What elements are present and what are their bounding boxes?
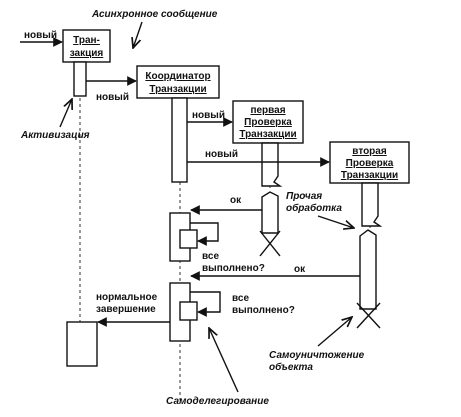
activation-transaction-bottom bbox=[66, 321, 98, 367]
pointer-self-destruction bbox=[317, 317, 352, 347]
note-async-message: Асинхронное сообщение bbox=[91, 8, 218, 20]
label-new-1: новый bbox=[24, 30, 57, 41]
label-new-2: новый bbox=[96, 92, 129, 103]
note-self-destruction-b: объекта bbox=[269, 361, 313, 373]
svg-text:Тран-: Тран- bbox=[73, 35, 100, 46]
activation-first-check-lower bbox=[261, 191, 279, 234]
label-all-done-2a: все bbox=[232, 293, 249, 304]
pointer-self-delegation bbox=[209, 328, 239, 393]
note-other-processing-b: обработка bbox=[286, 202, 342, 214]
destruction-marker-second-check bbox=[356, 302, 381, 329]
message-self-delegation-2 bbox=[190, 291, 221, 317]
svg-text:закция: закция bbox=[70, 48, 104, 59]
object-first-check: первая Проверка Транзакции bbox=[232, 100, 304, 144]
svg-text:Проверка: Проверка bbox=[244, 117, 292, 128]
pointer-activation bbox=[59, 99, 72, 128]
svg-text:Проверка: Проверка bbox=[346, 158, 394, 169]
svg-text:Транзакции: Транзакции bbox=[341, 170, 398, 181]
svg-text:Координатор: Координатор bbox=[145, 71, 210, 82]
self-delegation-box-2 bbox=[179, 301, 198, 321]
label-all-done-1a: все bbox=[202, 251, 219, 262]
label-normal-completion-b: завершение bbox=[96, 304, 156, 315]
note-activation: Активизация bbox=[20, 130, 90, 141]
label-normal-completion-a: нормальное bbox=[96, 292, 158, 303]
label-ok-2: ок bbox=[294, 264, 306, 275]
note-self-delegation: Самоделегирование bbox=[166, 396, 269, 407]
label-all-done-2b: выполнено? bbox=[232, 305, 295, 316]
svg-text:первая: первая bbox=[250, 105, 285, 116]
label-ok-1: ок bbox=[230, 195, 242, 206]
note-other-processing-a: Прочая bbox=[286, 191, 322, 202]
object-coordinator: Координатор Транзакции bbox=[136, 65, 220, 99]
message-self-delegation-1 bbox=[190, 222, 219, 246]
activation-coordinator-main bbox=[171, 97, 188, 183]
note-self-destruction-a: Самоуничтожение bbox=[269, 350, 365, 361]
self-delegation-box-1 bbox=[179, 229, 198, 249]
pointer-other-processing bbox=[317, 215, 354, 228]
svg-text:Транзакции: Транзакции bbox=[149, 84, 206, 95]
activation-second-check-lower bbox=[359, 229, 377, 310]
destruction-marker-first-check bbox=[259, 230, 281, 257]
label-all-done-1b: выполнено? bbox=[202, 263, 265, 274]
label-new-4: новый bbox=[205, 149, 238, 160]
object-transaction: Тран- закция bbox=[62, 29, 111, 63]
svg-text:Транзакции: Транзакции bbox=[239, 129, 296, 140]
svg-text:вторая: вторая bbox=[352, 146, 387, 157]
activation-second-check bbox=[361, 182, 383, 227]
object-second-check: вторая Проверка Транзакции bbox=[329, 141, 410, 184]
pointer-async-message bbox=[133, 21, 143, 48]
activation-first-check bbox=[261, 142, 283, 187]
label-new-3: новый bbox=[192, 110, 225, 121]
activation-transaction-top bbox=[73, 61, 87, 97]
